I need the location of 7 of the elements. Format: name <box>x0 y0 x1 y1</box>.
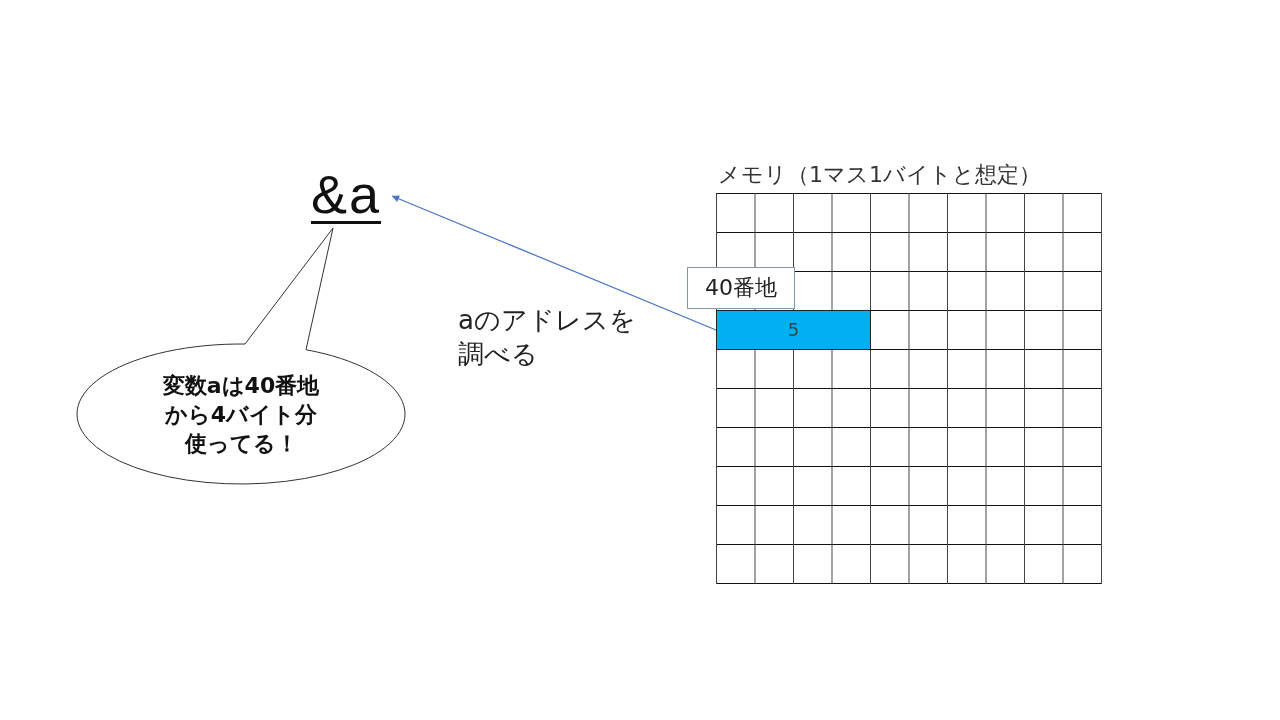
cell-value: 5 <box>787 321 800 339</box>
code-text: &a <box>300 160 392 228</box>
arrow <box>391 195 717 331</box>
bubble-text: 変数aは40番地から4バイト分使ってる！ <box>161 372 321 458</box>
memory-block <box>716 310 871 350</box>
grid-title: メモリ（1マス1バイトと想定） <box>718 161 1041 189</box>
address-label: 40番地 <box>687 267 795 309</box>
